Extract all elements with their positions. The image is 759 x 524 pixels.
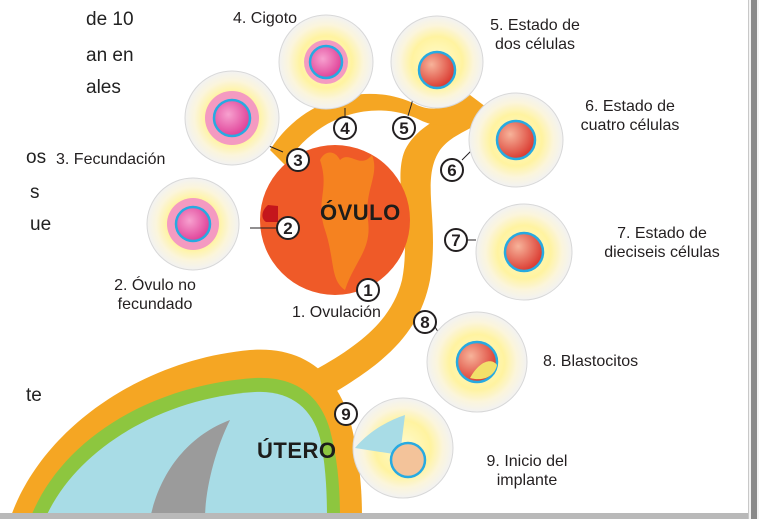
stage-9-label-line-1: 9. Inicio del	[486, 453, 568, 470]
side-text-line-5: s	[30, 182, 40, 203]
bottom-edge-bar	[0, 513, 748, 519]
stage-5-label-line-2: dos células	[494, 36, 576, 53]
stage-6-number: 6	[447, 161, 456, 180]
scrollbar-thumb[interactable]	[751, 0, 757, 519]
stage-9-number: 9	[341, 405, 350, 424]
stage-7-label-line-2: dieciseis células	[604, 244, 720, 261]
stage-4-label: 4. Cigoto	[233, 10, 298, 27]
stage-5-badge: 5	[392, 116, 416, 140]
cell-stage-8	[426, 311, 528, 413]
stage-2-label-line-1: 2. Óvulo no	[114, 277, 196, 294]
stage-2-badge: 2	[276, 216, 300, 240]
stage-5-label: 5. Estado de dos células	[470, 16, 600, 54]
side-text-line-6: ue	[30, 214, 52, 235]
stage-9-badge: 9	[334, 402, 358, 426]
stage-4-number: 4	[340, 119, 350, 138]
stage-badges: 1 2 3 4 5 6 7 8 9	[276, 116, 468, 426]
uterus-label: ÚTERO	[257, 438, 337, 463]
stage-1-label: 1. Ovulación	[292, 304, 381, 321]
stage-1-number: 1	[363, 281, 372, 300]
vertical-scrollbar[interactable]	[748, 0, 759, 519]
side-text-line-1: de 10	[86, 9, 134, 30]
stage-5-label-line-1: 5. Estado de	[490, 17, 580, 34]
stage-3-number: 3	[293, 151, 302, 170]
stage-7-label: 7. Estado de dieciseis células	[578, 224, 746, 262]
stage-4-badge: 4	[333, 116, 357, 140]
stage-9-label: 9. Inicio del implante	[462, 452, 592, 490]
cell-stage-4	[278, 14, 374, 110]
stage-8-label: 8. Blastocitos	[543, 353, 639, 370]
stage-8-badge: 8	[413, 310, 437, 334]
stage-9-label-line-2: implante	[496, 472, 558, 489]
cell-stage-2	[146, 177, 240, 271]
stage-6-label: 6. Estado de cuatro células	[555, 97, 705, 135]
uterus-shape	[10, 349, 362, 519]
side-text-line-2: an en	[86, 45, 134, 66]
cell-stage-9	[352, 397, 454, 499]
side-text-line-7: te	[26, 385, 42, 406]
stage-8-number: 8	[420, 313, 429, 332]
stage-6-label-line-2: cuatro células	[580, 117, 680, 134]
stage-2-number: 2	[283, 219, 292, 238]
side-text-line-4: os	[26, 147, 47, 168]
cell-stage-3	[184, 70, 280, 166]
stage-5-number: 5	[399, 119, 408, 138]
stage-1-badge: 1	[356, 278, 380, 302]
stage-7-number: 7	[451, 231, 460, 250]
stage-2-label-line-2: fecundado	[117, 296, 193, 313]
side-text-line-3: ales	[86, 77, 121, 98]
stage-2-label: 2. Óvulo no fecundado	[80, 276, 230, 314]
cell-stage-6	[468, 92, 564, 188]
stage-3-badge: 3	[286, 148, 310, 172]
ovary-label: ÓVULO	[320, 200, 401, 225]
cell-stage-5	[390, 15, 484, 109]
stage-6-badge: 6	[440, 158, 464, 182]
cell-stage-7	[475, 203, 573, 301]
stage-7-badge: 7	[444, 228, 468, 252]
stage-6-label-line-1: 6. Estado de	[585, 98, 675, 115]
stage-7-label-line-1: 7. Estado de	[617, 225, 707, 242]
stage-3-label: 3. Fecundación	[56, 151, 166, 168]
ovary-shape	[260, 145, 410, 295]
